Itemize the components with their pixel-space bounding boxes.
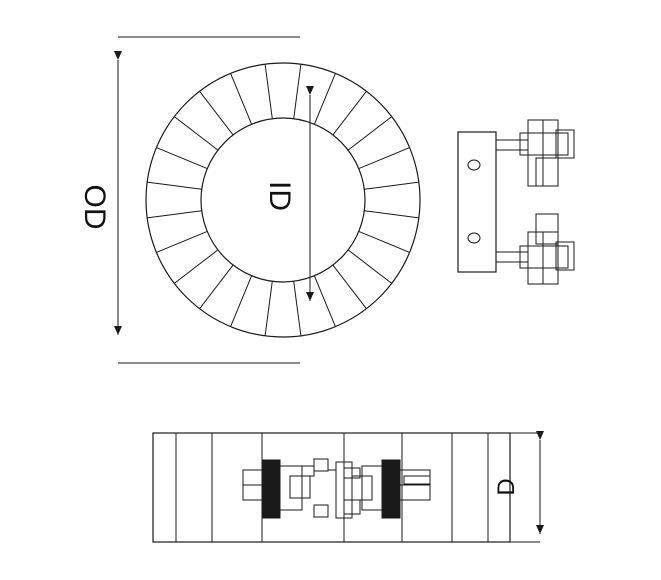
- ring-segment-line: [264, 281, 273, 336]
- ring-segment-line: [230, 275, 253, 327]
- terminal-block: [457, 131, 497, 273]
- ring-segment-line: [173, 116, 219, 151]
- ring-segment-line: [364, 210, 419, 219]
- ring-segment-line: [173, 249, 219, 284]
- terminal-bolt-top: [495, 119, 575, 187]
- ring-segment-line: [358, 230, 410, 253]
- ring-segment-line: [147, 181, 202, 190]
- bolt-cap-bottom: [555, 241, 575, 271]
- outer-circle: [145, 62, 421, 338]
- ring-segment-line: [230, 73, 253, 125]
- side-nut-right-inner: [403, 475, 431, 485]
- ring-segment-line: [347, 116, 393, 151]
- od-label: OD: [78, 185, 111, 230]
- ring-segment-line: [332, 264, 367, 310]
- ring-segment-line: [313, 73, 336, 125]
- side-clamp-right: [343, 461, 353, 519]
- bolt-shank-bottom: [495, 251, 529, 263]
- ring-segment-line: [293, 281, 302, 336]
- ring-segment-line: [199, 90, 234, 136]
- top-view: OD ID: [78, 36, 575, 364]
- id-label: ID: [263, 181, 296, 211]
- ring-segment-line: [147, 210, 202, 219]
- bolt-washer-bottom: [535, 213, 559, 245]
- ring-segment-lines: [147, 64, 419, 336]
- terminal-bolt-bottom: [495, 213, 575, 285]
- bolt-washer-top: [535, 157, 559, 187]
- side-bolt-left-tab-bottom: [313, 504, 329, 518]
- ring-segment-line: [264, 64, 273, 119]
- od-dimension: OD: [78, 36, 300, 364]
- side-view-outline: [152, 432, 511, 543]
- ring-segment-line: [347, 249, 393, 284]
- side-bolt-left-cap-top: [301, 465, 315, 477]
- ring-segment-line: [199, 264, 234, 310]
- ring-segment-line: [358, 147, 410, 170]
- terminal-hole-bottom: [467, 232, 481, 244]
- insulator-right: [381, 459, 401, 519]
- ring-segment-line: [293, 64, 302, 119]
- side-bolt-left-head: [289, 475, 311, 499]
- insulator-left: [261, 459, 281, 519]
- ring-segment-line: [364, 181, 419, 190]
- bolt-cap-top: [555, 129, 575, 159]
- side-bolt-left-tab-top: [313, 458, 329, 472]
- bolt-shank-top: [495, 139, 529, 151]
- bolt-nut-top: [519, 132, 569, 156]
- side-terminal-left: [242, 458, 345, 519]
- side-view: D: [152, 431, 544, 543]
- side-bolt-left-body: [279, 465, 303, 511]
- d-dimension: D: [493, 431, 544, 543]
- ring-segment-line: [156, 230, 208, 253]
- inner-circle: [200, 117, 366, 283]
- ring-segment-line: [156, 147, 208, 170]
- ring-segment-line: [313, 275, 336, 327]
- side-clamp-left: [335, 461, 345, 519]
- ring-segment-line: [332, 90, 367, 136]
- d-label: D: [493, 478, 520, 495]
- segmented-ring: [145, 62, 421, 338]
- terminal-plate: [457, 131, 497, 273]
- side-terminal-right: [343, 459, 431, 519]
- id-dimension: ID: [263, 86, 314, 301]
- terminal-hole-top: [467, 159, 481, 171]
- bolt-nut-bottom: [519, 245, 569, 269]
